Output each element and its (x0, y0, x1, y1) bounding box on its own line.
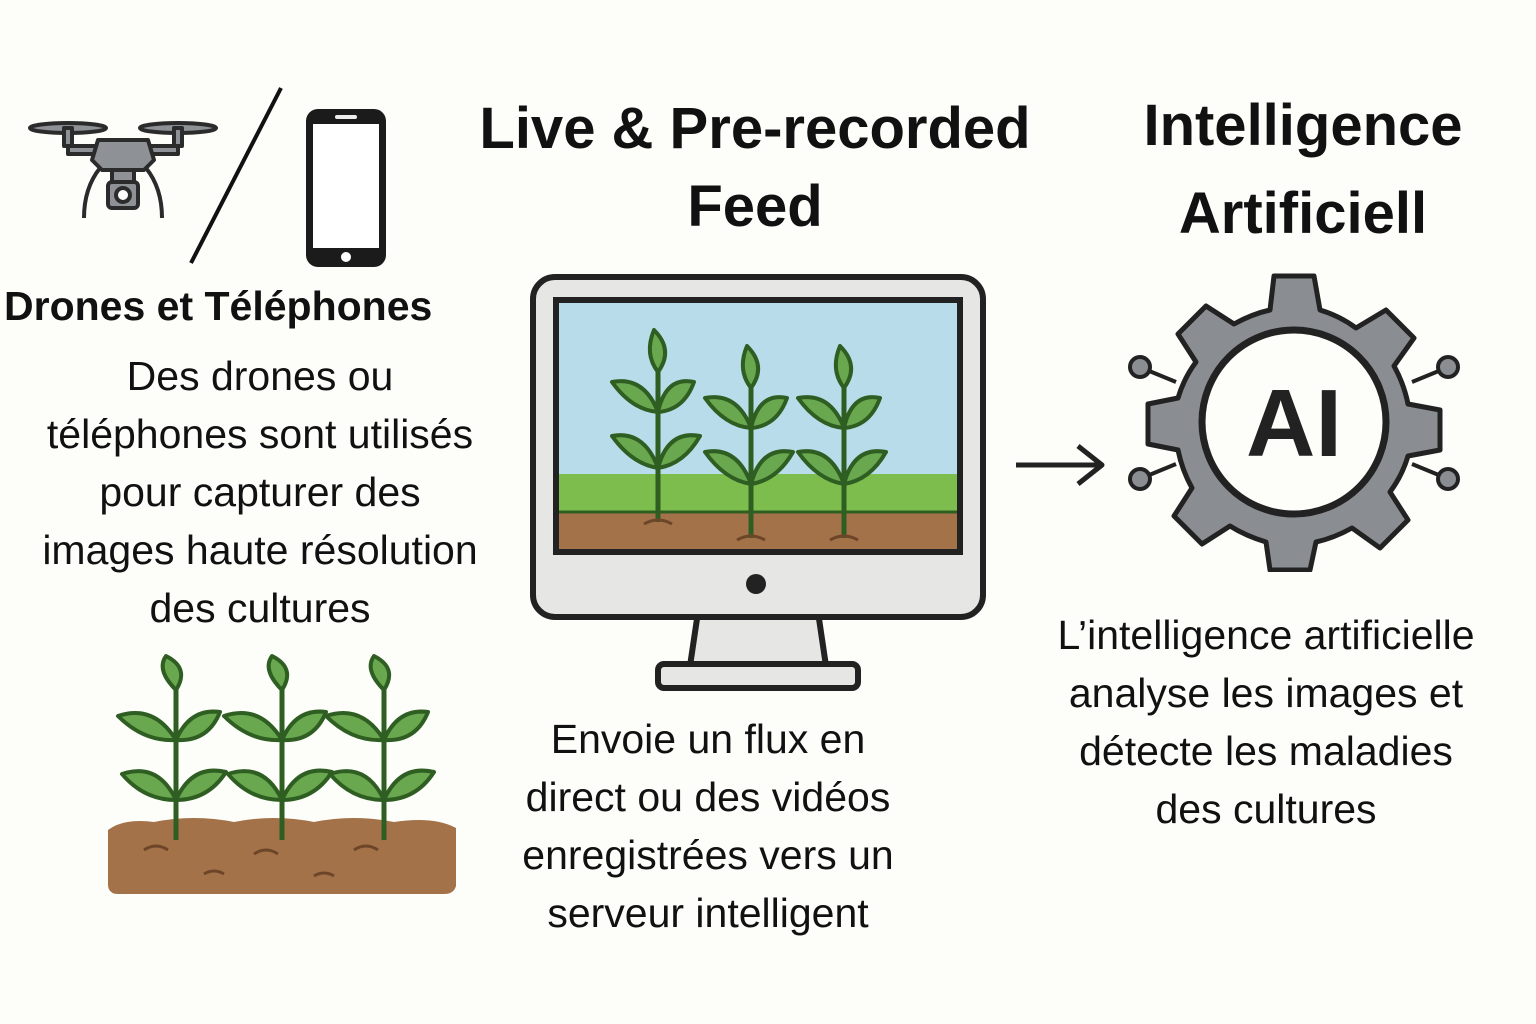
left-title: Drones et Téléphones (4, 283, 433, 329)
text-line: direct ou des vidéos (525, 774, 891, 820)
monitor-icon (528, 272, 988, 696)
gear-label: AI (1246, 370, 1342, 477)
center-description: Envoie un flux en direct ou des vidéos e… (458, 710, 958, 942)
text-line: pour capturer des (99, 469, 421, 515)
text-line: téléphones sont utilisés (46, 411, 474, 457)
text-line: Des drones ou (126, 353, 394, 399)
drone-icon (28, 108, 218, 230)
text-line: détecte les maladies (1079, 728, 1453, 774)
text-line: des cultures (149, 585, 371, 631)
text-line: L’intelligence artificielle (1057, 612, 1475, 658)
arrow-right-icon (1012, 440, 1108, 490)
title-line: Live & Pre-recorded (479, 96, 1031, 161)
text-line: serveur intelligent (547, 890, 869, 936)
text-line: enregistrées vers un (522, 832, 894, 878)
text-line: Envoie un flux en (550, 716, 866, 762)
smartphone-icon (303, 106, 389, 270)
text-line: images haute résolution (42, 527, 478, 573)
right-description: L’intelligence artificielle analyse les … (1010, 606, 1522, 838)
ai-gear-icon: AI (1124, 272, 1464, 572)
title-line: Intelligence (1143, 93, 1463, 158)
title-line: Feed (687, 174, 823, 239)
center-title: Live & Pre-recorded Feed (440, 90, 1070, 246)
title-line: Artificiell (1178, 181, 1428, 246)
separator-slash (185, 85, 285, 267)
crops-soil-icon (104, 650, 460, 896)
text-line: analyse les images et (1068, 670, 1464, 716)
text-line: des cultures (1155, 786, 1377, 832)
right-title: Intelligence Artificiell (1090, 82, 1516, 258)
left-description: Des drones ou téléphones sont utilisés p… (0, 347, 520, 637)
